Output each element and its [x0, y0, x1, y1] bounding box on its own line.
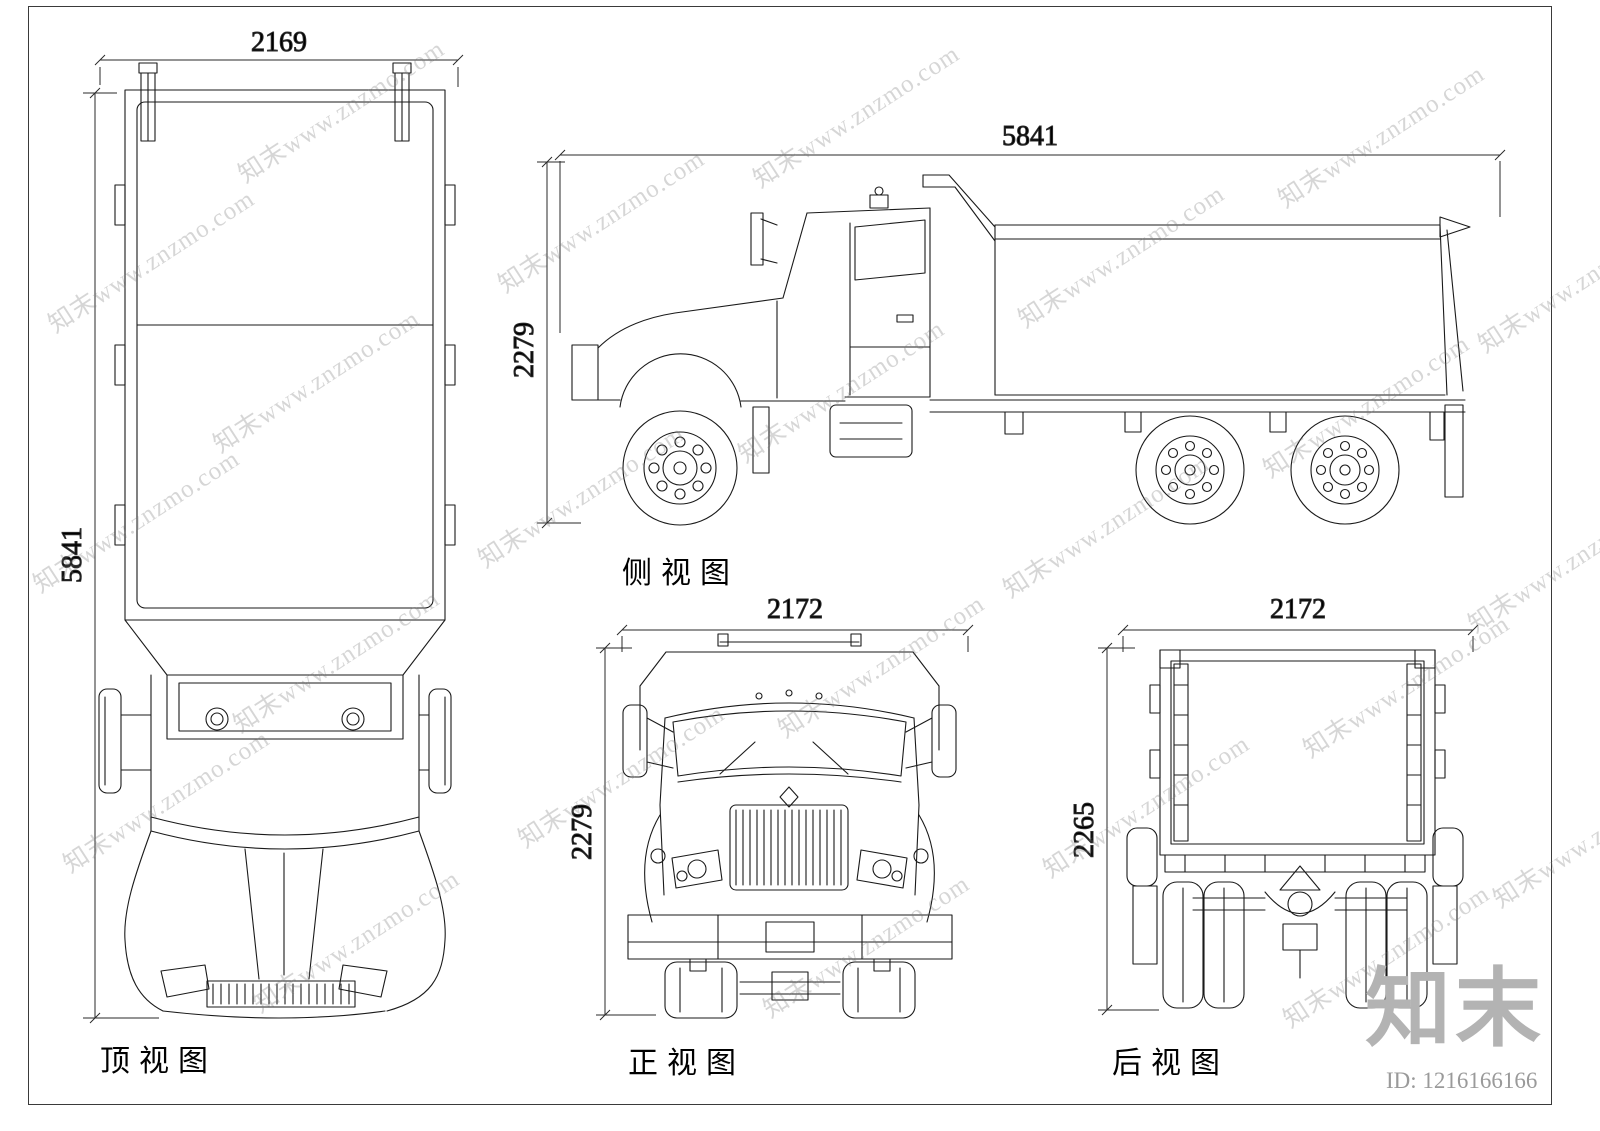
front-wheel — [622, 410, 738, 526]
rear-wheels — [1132, 881, 1458, 1009]
top-width-dim-text: 2169 — [251, 27, 307, 58]
hood-and-bumper-side — [571, 297, 846, 474]
front-view-truck — [622, 633, 957, 1019]
right-exhaust-cap — [341, 707, 365, 731]
left-mirror-top — [98, 688, 152, 794]
top-view-width-dimension: 2169 — [94, 27, 464, 87]
rear-height-dim-text: 2265 — [1069, 802, 1100, 858]
brand-logo: 知末 — [1365, 961, 1545, 1057]
grille-front — [729, 786, 849, 891]
side-mirror — [750, 212, 764, 266]
sheet-id: ID: 1216166166 — [1386, 1068, 1538, 1093]
cab-shield-top — [124, 619, 446, 740]
rear-axle — [1192, 891, 1408, 979]
front-height-dim-text: 2279 — [567, 804, 598, 860]
side-view-truck — [571, 174, 1471, 526]
front-view-width-dimension: 2172 — [616, 594, 974, 652]
rear-fenders — [1126, 827, 1464, 887]
rear-view-height-dimension: 2265 — [1069, 642, 1159, 1016]
right-mirror-top — [418, 688, 452, 794]
rear-wheel-back — [1290, 415, 1400, 525]
right-mudflap — [1432, 885, 1458, 965]
headlights-top — [160, 964, 388, 998]
side-length-dim-text: 5841 — [1002, 121, 1058, 152]
rear-wheel-front — [1135, 415, 1245, 525]
side-view-label: 侧视图 — [622, 557, 739, 590]
rear-crossmember — [1164, 854, 1426, 891]
side-height-dim-text: 2279 — [509, 322, 540, 378]
rear-mudflap — [1444, 404, 1464, 498]
diff-guard — [1279, 865, 1321, 891]
windshield — [672, 710, 907, 777]
step-box — [829, 404, 913, 458]
drawing-border — [28, 6, 1552, 1105]
top-length-dim-text: 5841 — [57, 527, 88, 583]
front-view-height-dimension: 2279 — [567, 642, 656, 1021]
cab-side — [750, 186, 931, 458]
front-view-drawing: 2172 2279 — [567, 594, 974, 1021]
bed-shield-front — [639, 633, 940, 751]
top-view-length-dimension: 5841 — [57, 87, 159, 1024]
top-view-truck — [98, 62, 456, 1019]
side-view-length-dimension: 5841 — [554, 121, 1506, 333]
rear-view-label: 后视图 — [1112, 1047, 1229, 1080]
chassis-side — [929, 399, 1466, 441]
grille-top — [206, 980, 356, 1008]
left-mudflap — [1132, 885, 1158, 965]
side-view-height-dimension: 2279 — [509, 156, 581, 529]
rear-view-drawing: 2172 2265 — [1069, 594, 1479, 1016]
rear-view-truck — [1126, 649, 1464, 1009]
headlights-front — [650, 848, 929, 889]
roof-beacon — [869, 194, 889, 209]
dump-bed-side — [922, 174, 1471, 498]
brand-emblem — [779, 786, 799, 808]
bumper-front — [627, 914, 953, 972]
left-mirror-front — [622, 704, 674, 778]
front-view-label: 正视图 — [628, 1047, 745, 1080]
front-width-dim-text: 2172 — [767, 594, 823, 625]
right-mirror-front — [905, 704, 957, 778]
side-view-drawing: 5841 2279 — [509, 121, 1506, 529]
rear-width-dim-text: 2172 — [1270, 594, 1326, 625]
cab-and-hood-top — [124, 674, 446, 1019]
front-wheels — [664, 961, 916, 1019]
dump-bed-top — [114, 62, 456, 621]
tailgate-rear — [1149, 649, 1446, 856]
door-window — [854, 219, 926, 281]
left-exhaust-cap — [205, 707, 229, 731]
rear-view-width-dimension: 2172 — [1117, 594, 1479, 652]
front-mudflap — [752, 406, 770, 474]
door-handle — [896, 314, 914, 323]
top-view-drawing: 2169 5841 — [57, 27, 464, 1024]
tailgate-pivot — [1439, 216, 1471, 238]
top-view-label: 顶视图 — [100, 1045, 217, 1078]
